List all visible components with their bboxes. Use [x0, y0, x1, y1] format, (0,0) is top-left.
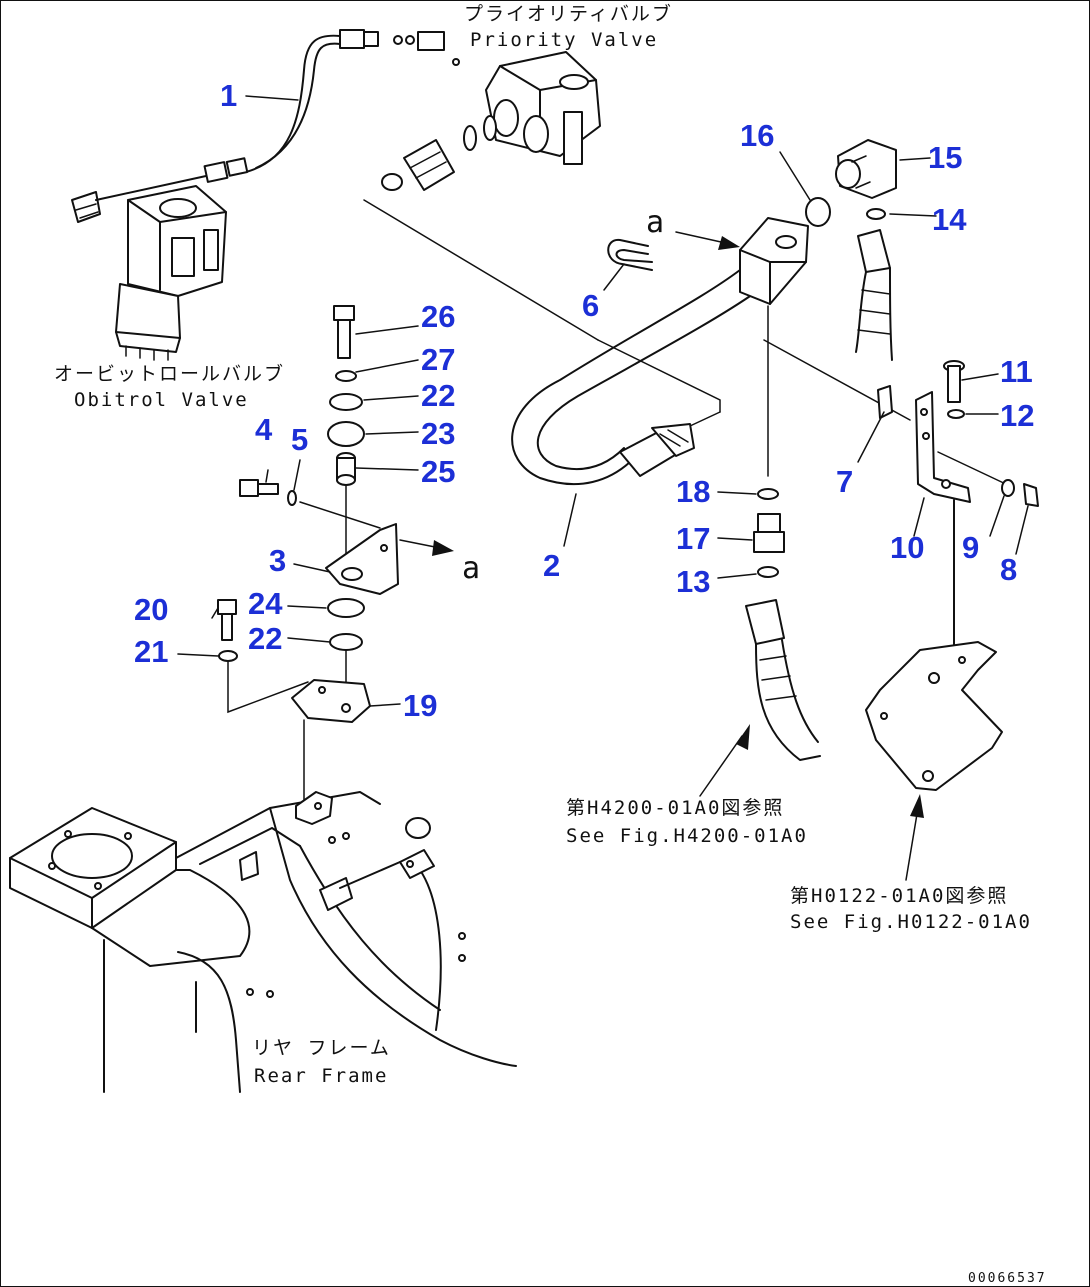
washer-5 — [287, 490, 297, 506]
washer-27 — [335, 370, 357, 382]
bolt-20-line — [227, 661, 309, 714]
hose-upper-right — [855, 229, 893, 361]
caption-rear-frame-jp: リヤ フレーム — [252, 1037, 391, 1059]
washer-12 — [947, 409, 965, 419]
callout-18: 18 — [676, 474, 710, 509]
callout-23: 23 — [421, 416, 455, 451]
bolt-11 — [943, 360, 965, 403]
caption-priority-valve: プライオリティバルブ Priority Valve — [464, 2, 673, 51]
drawing-code: 00066537 — [968, 1271, 1047, 1286]
callout-20: 20 — [134, 592, 168, 627]
caption-ref-h4200-en: See Fig.H4200-01A0 — [566, 825, 808, 847]
clip-7 — [877, 385, 893, 419]
callout-11: 11 — [1000, 354, 1033, 389]
valve-fittings — [393, 31, 460, 66]
callout-3: 3 — [269, 543, 286, 578]
fitting-17 — [753, 513, 785, 553]
nut-8 — [1023, 483, 1039, 507]
callout-10: 10 — [890, 530, 924, 565]
caption-orbitrol-valve-en: Obitrol Valve — [74, 389, 249, 411]
hose-lower — [745, 599, 821, 761]
caption-ref-h0122-en: See Fig.H0122-01A0 — [790, 911, 1032, 933]
orbitrol-valve — [71, 185, 227, 361]
u-bolt-6 — [607, 238, 653, 271]
cushion-23 — [327, 421, 365, 447]
connection-arrow-bracket — [399, 539, 454, 556]
callout-22-bottom: 22 — [248, 621, 282, 656]
o-ring-13 — [757, 566, 779, 578]
o-ring-18 — [757, 488, 779, 500]
callout-17: 17 — [676, 521, 710, 556]
callout-25: 25 — [421, 454, 455, 489]
callout-22-top: 22 — [421, 378, 455, 413]
hose-2 — [511, 217, 809, 486]
caption-ref-h0122-jp: 第H0122-01A0図参照 — [790, 885, 1008, 907]
connection-marker-bracket: a — [462, 551, 480, 586]
bolt-4 — [239, 479, 279, 497]
bolt-20 — [217, 599, 237, 641]
callout-4: 4 — [255, 412, 273, 447]
arrow-h0122 — [905, 794, 924, 881]
washer-21 — [218, 650, 238, 662]
callout-7: 7 — [836, 464, 853, 499]
elbow-15 — [835, 139, 897, 199]
callout-2: 2 — [543, 548, 560, 583]
callout-12: 12 — [1000, 398, 1034, 433]
plate-19 — [291, 679, 371, 723]
caption-ref-h4200-jp: 第H4200-01A0図参照 — [566, 797, 784, 819]
caption-priority-valve-en: Priority Valve — [470, 29, 658, 51]
collar-25 — [336, 452, 356, 486]
connection-arrow-top — [675, 231, 740, 250]
caption-rear-frame-en: Rear Frame — [254, 1065, 388, 1087]
callout-numbers: 1 2 3 4 5 6 7 8 9 10 11 12 13 14 15 16 1… — [134, 78, 1034, 723]
callout-16: 16 — [740, 118, 774, 153]
bracket-10 — [915, 391, 971, 503]
connection-marker-top: a — [646, 205, 664, 240]
caption-priority-valve-jp: プライオリティバルブ — [464, 2, 673, 25]
caption-ref-h0122: 第H0122-01A0図参照 See Fig.H0122-01A0 — [790, 885, 1032, 933]
callout-24: 24 — [248, 586, 283, 621]
priority-valve — [463, 51, 601, 165]
bolt-4-line — [299, 501, 381, 529]
o-ring-14 — [866, 208, 886, 220]
callout-13: 13 — [676, 564, 710, 599]
bolt-26 — [333, 305, 355, 359]
callout-6: 6 — [582, 288, 599, 323]
caption-orbitrol-valve: オービットロールバルブ Obitrol Valve — [54, 362, 285, 411]
caption-ref-h4200: 第H4200-01A0図参照 See Fig.H4200-01A0 — [566, 797, 808, 847]
callout-5: 5 — [291, 422, 308, 457]
cushion-24 — [327, 598, 365, 618]
elbow-fitting — [381, 139, 455, 191]
mounting-plate — [865, 499, 1003, 791]
callout-14: 14 — [932, 202, 967, 237]
callout-26: 26 — [421, 299, 455, 334]
caption-orbitrol-valve-jp: オービットロールバルブ — [54, 362, 285, 385]
callout-9: 9 — [962, 530, 979, 565]
caption-rear-frame: リヤ フレーム Rear Frame — [252, 1037, 391, 1087]
washer-22-bottom — [329, 633, 363, 651]
o-ring-16 — [805, 197, 831, 227]
callout-15: 15 — [928, 140, 962, 175]
washer-22-top — [329, 393, 363, 411]
callout-8: 8 — [1000, 552, 1017, 587]
callout-1: 1 — [220, 78, 237, 113]
callout-19: 19 — [403, 688, 437, 723]
bracket-3 — [325, 523, 399, 595]
callout-leaders — [177, 95, 1029, 707]
washer-9 — [1001, 479, 1015, 497]
callout-27: 27 — [421, 342, 455, 377]
callout-21: 21 — [134, 634, 168, 669]
arrow-h4200 — [699, 724, 750, 797]
hose-1 — [95, 29, 379, 201]
rear-frame — [9, 791, 517, 1093]
